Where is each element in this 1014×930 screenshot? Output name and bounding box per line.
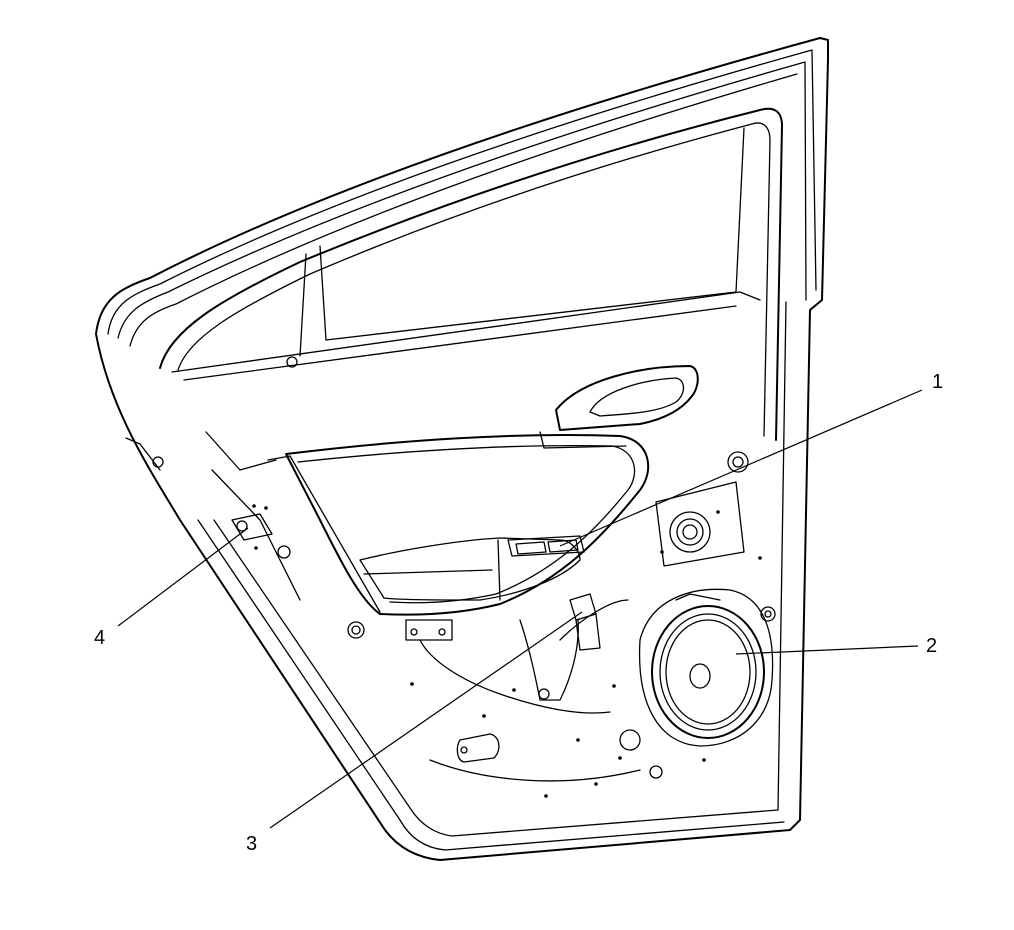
- callout-1: 1: [932, 371, 943, 393]
- callout-2: 2: [926, 635, 937, 657]
- tweeter-speaker: [655, 451, 749, 567]
- window-switch: [507, 535, 585, 557]
- door-outer-shell: [95, 37, 829, 861]
- rivet-dots: [252, 504, 762, 798]
- leader-line-2: [735, 645, 919, 655]
- leader-line-3: [269, 611, 583, 829]
- leader-line-1: [559, 389, 923, 547]
- trim-panel: [205, 431, 650, 641]
- leader-line-4: [117, 527, 249, 627]
- inner-panel-details: [152, 456, 663, 782]
- door-latch-rod: [559, 593, 629, 651]
- leader-lines: [117, 389, 923, 829]
- main-speaker: [638, 588, 776, 747]
- window-frame: [159, 107, 783, 441]
- callout-4: 4: [94, 627, 105, 649]
- callout-3: 3: [246, 833, 257, 855]
- interior-handle: [555, 365, 699, 431]
- rear-lock-latch: [211, 469, 301, 601]
